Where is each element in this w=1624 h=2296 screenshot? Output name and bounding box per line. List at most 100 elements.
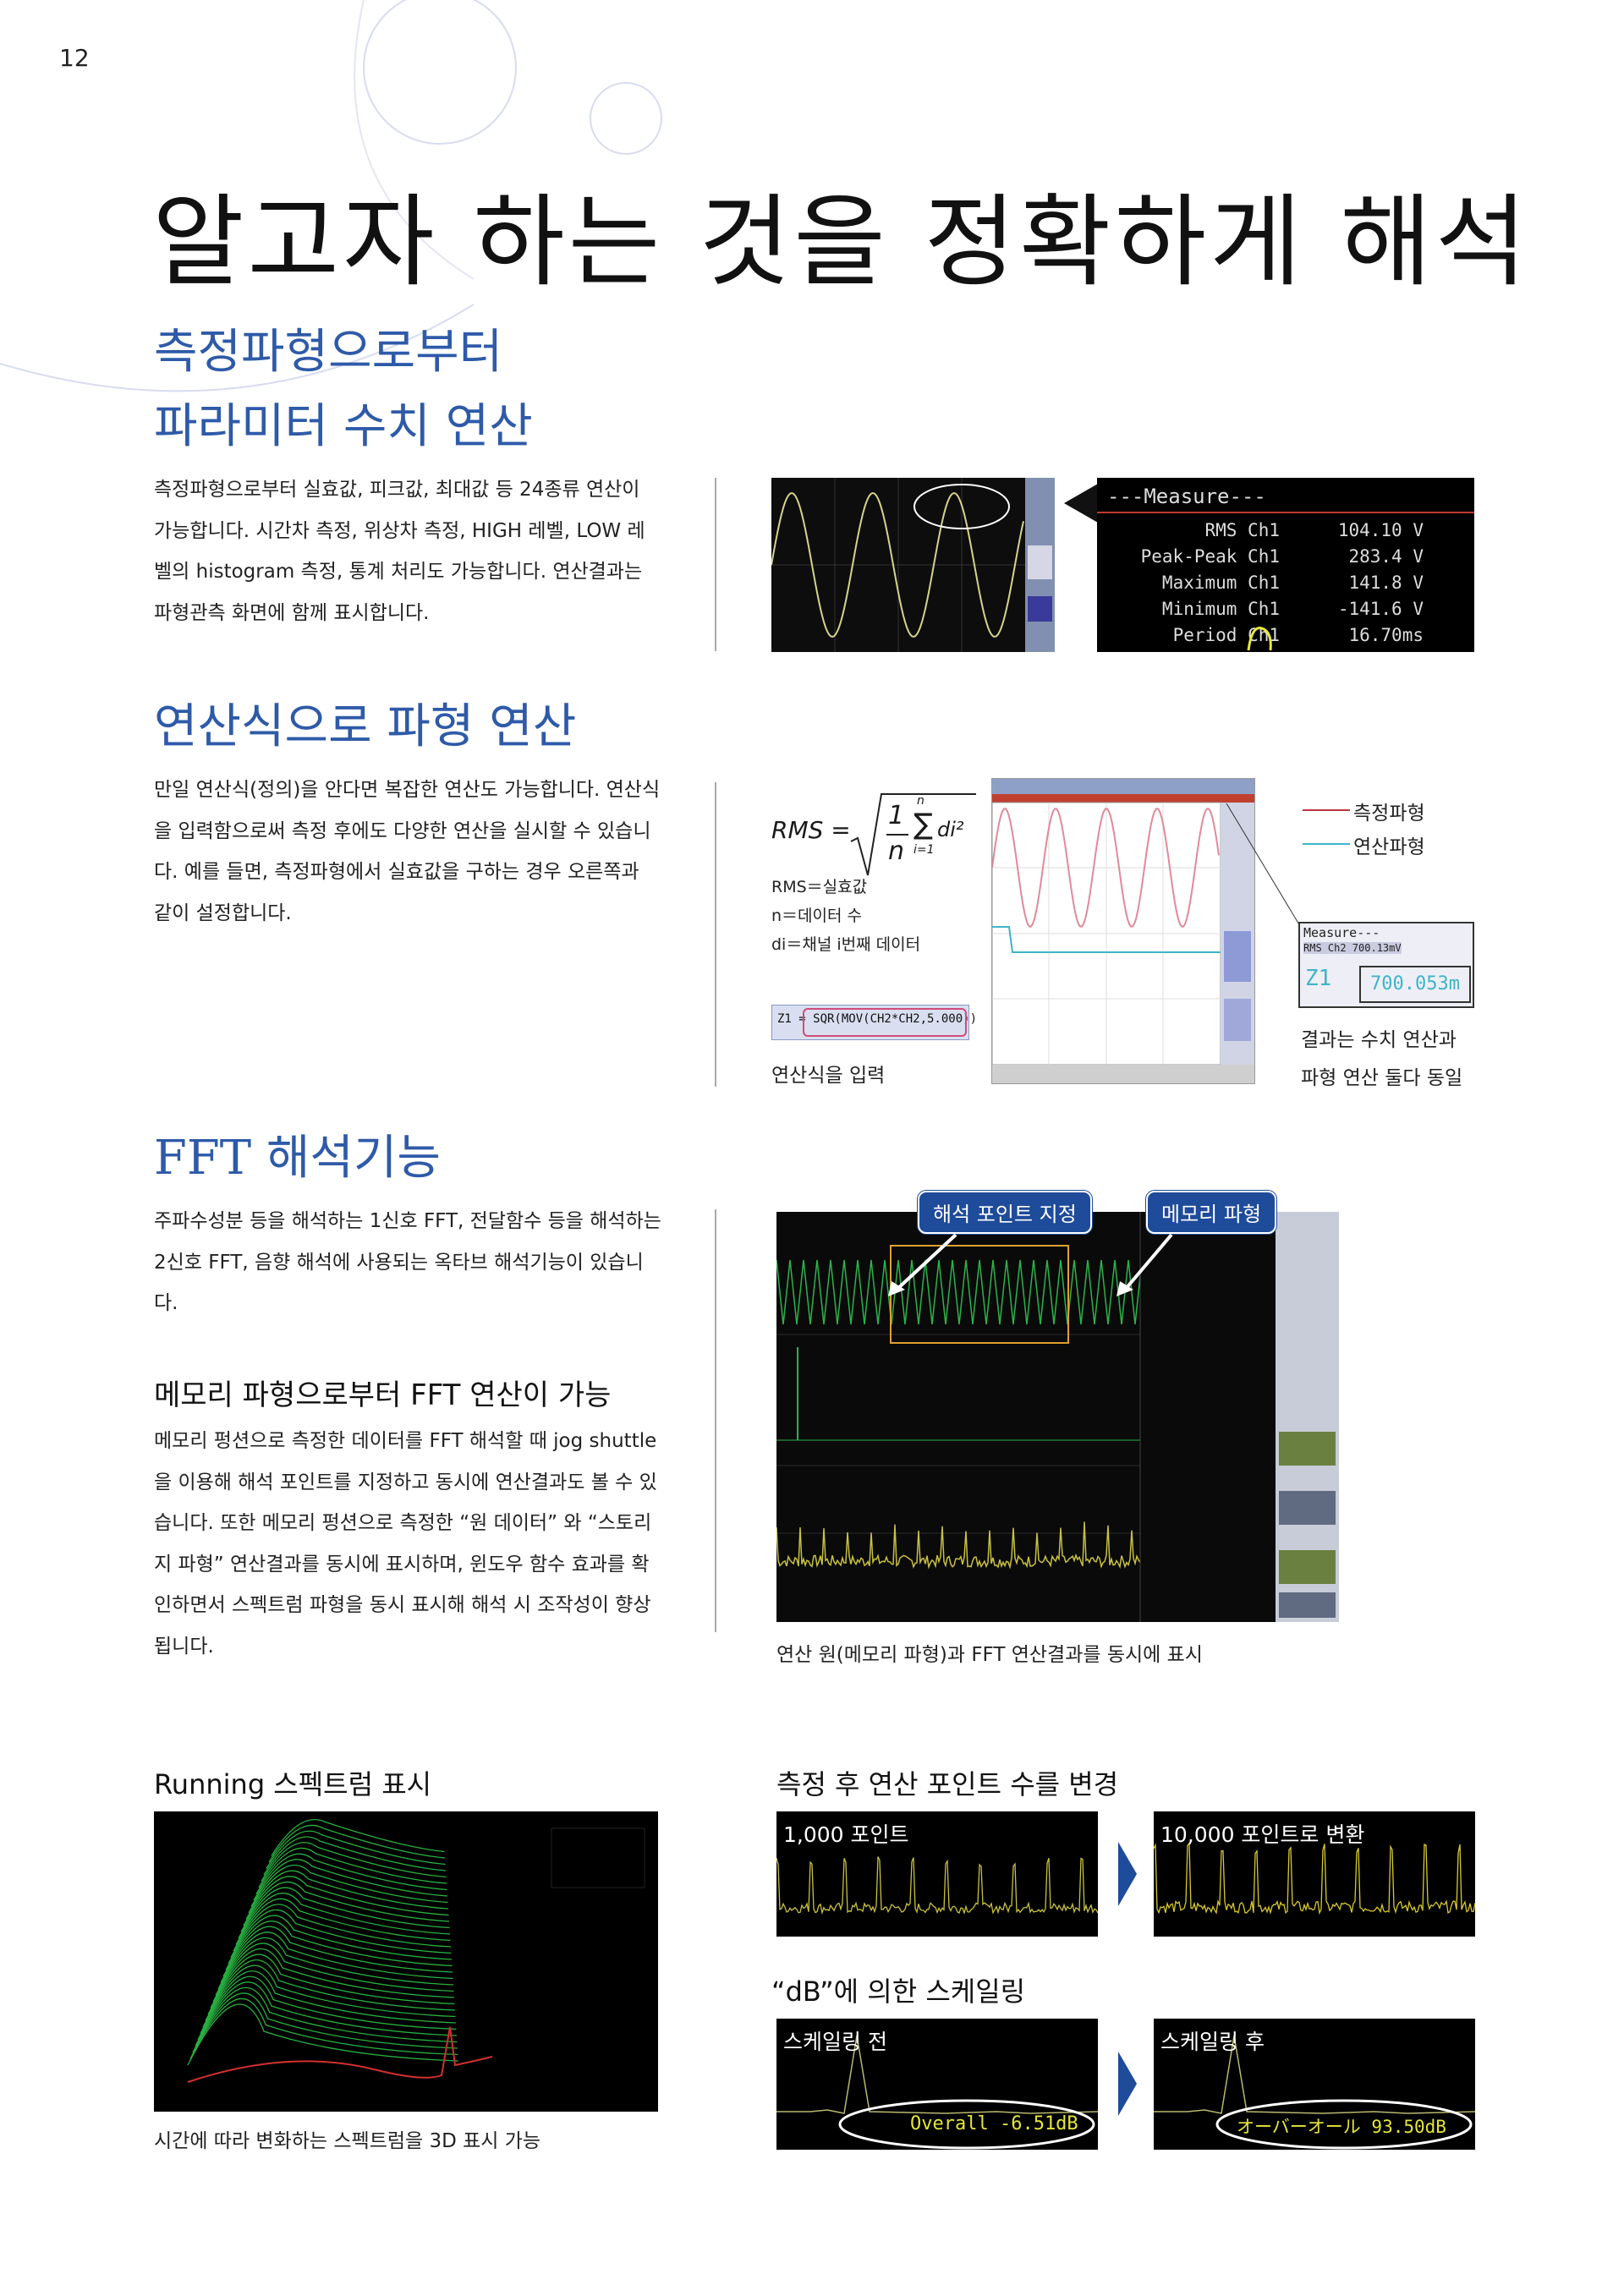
- spectrum-trace: [255, 1853, 447, 1894]
- spectrum-1000-points: [776, 1811, 1098, 1937]
- rms-waveform-plot: [992, 779, 1254, 1083]
- zoom-measure-title: Measure---: [1303, 925, 1380, 940]
- points-change-title: 측정 후 연산 포인트 수를 변경: [776, 1768, 1119, 1800]
- zoom-z1-value: 700.053m: [1359, 966, 1471, 1003]
- spectrum-trace: [253, 1859, 448, 1901]
- zoom-z1-label: Z1: [1305, 966, 1332, 991]
- spectrum-trace: [200, 1975, 457, 2034]
- sine-waveform: [771, 478, 1055, 652]
- definition-rms: RMS＝실효값: [771, 878, 868, 896]
- spectrum-10000-points: [1154, 1811, 1475, 1937]
- spectrum-trace: [250, 1864, 448, 1907]
- spectrum-trace: [238, 1893, 451, 1939]
- formula-sum-bottom: i=1: [914, 843, 935, 857]
- spectrum-trace: [261, 1842, 447, 1882]
- formula-sum-top: n: [917, 794, 924, 808]
- spectrum-after-scaling: [1154, 2019, 1475, 2150]
- spectrum-trace: [271, 1818, 445, 1856]
- spectrum-trace: [243, 1881, 450, 1926]
- callout-arrows: [888, 1233, 1173, 1296]
- definition-di: di＝채널 i번째 데이터: [771, 935, 921, 954]
- spectrum-trace: [215, 1943, 454, 1996]
- section3-heading: FFT 해석기능: [154, 1131, 441, 1186]
- spectrum-trace: [240, 1887, 450, 1932]
- measure-row-name: Minimum Ch1: [1161, 599, 1280, 619]
- spectrum-trace: [187, 2003, 459, 2066]
- spectrum-before-scaling: [776, 2019, 1098, 2150]
- spectrum-trace: [202, 1970, 457, 2028]
- zoom-measure-panel: Measure--- RMS Ch2 700.13mV Z1 700.053m: [1298, 922, 1474, 1008]
- spectrum-trace: [217, 1937, 454, 1990]
- measure-row-name: Peak-Peak Ch1: [1140, 546, 1280, 567]
- measure-row-value: -141.6 V: [1337, 599, 1424, 619]
- legend-measured: 측정파형: [1353, 803, 1425, 825]
- spectrum-trace: [263, 1836, 447, 1876]
- db-after-label: 스케일링 후: [1160, 2030, 1265, 2054]
- formula-denominator: n: [888, 836, 905, 866]
- arrow-right-icon: [1118, 2052, 1137, 2116]
- spectrum-trace: [228, 1915, 453, 1964]
- page-title: 알고자 하는 것을 정확하게 해석: [152, 184, 1531, 300]
- result-caption-line1: 결과는 수치 연산과: [1301, 1029, 1457, 1051]
- measure-row-name: RMS Ch1: [1204, 520, 1280, 540]
- divider: [715, 478, 716, 651]
- section1-body: 측정파형으로부터 실효값, 피크값, 최대값 등 24종류 연산이 가능합니다.…: [154, 479, 645, 624]
- section3-subbody: 메모리 펑션으로 측정한 데이터를 FFT 해석할 때 jog shuttle을…: [154, 1430, 657, 1658]
- spectrum-trace: [195, 1986, 458, 2047]
- spectrum-trace: [230, 1909, 452, 1958]
- callout-analysis-point: 해석 포인트 지정: [918, 1191, 1092, 1234]
- db-before-label: 스케일링 전: [783, 2030, 887, 2054]
- section1-heading-line1: 측정파형으로부터: [154, 325, 503, 380]
- section3-subheading: 메모리 파형으로부터 FFT 연산이 가능: [154, 1378, 612, 1412]
- db-after-screenshot: 스케일링 후 オーバーオール 93.50dB: [1154, 2019, 1475, 2150]
- db-after-value: オーバーオール 93.50dB: [1237, 2117, 1446, 2137]
- expression-highlight: [803, 1008, 967, 1037]
- legend-line-measured: [1303, 809, 1350, 811]
- spectrum-trace: [258, 1847, 447, 1888]
- running-spectrum-screenshot: [154, 1811, 658, 2112]
- formula-numerator: 1: [888, 801, 905, 830]
- spectrum-trace: [207, 1959, 456, 2015]
- measure-row-value: 104.10 V: [1337, 520, 1424, 540]
- spectrum-trace: [266, 1830, 446, 1869]
- callout-memory-waveform: 메모리 파형: [1146, 1191, 1277, 1234]
- sigma-icon: ∑: [914, 808, 933, 841]
- points-before-label: 1,000 포인트: [783, 1822, 909, 1847]
- fft-waveform-plot: [776, 1212, 1339, 1622]
- section1-heading-line2: 파라미터 수치 연산: [154, 399, 533, 454]
- spectrum-trace: [197, 1981, 458, 2041]
- rms-formula: RMS = 1 n n ∑ i=1 di²: [771, 791, 983, 884]
- points-after-label: 10,000 포인트로 변환: [1160, 1822, 1365, 1847]
- scope-screenshot-sine: [771, 478, 1055, 652]
- measure-title: ---Measure---: [1107, 485, 1266, 508]
- spectrum-trace: [192, 1992, 458, 2053]
- divider: [715, 1209, 716, 1632]
- zoom-leader-lines: [1226, 803, 1303, 931]
- expression-input-box: Z1 = SQR(MOV(CH2*CH2,5.000)): [771, 1005, 977, 1040]
- spectrum-trace: [210, 1954, 455, 2008]
- formula-definitions: RMS＝실효값 n＝데이터 수 di＝채널 i번째 데이터: [771, 873, 920, 959]
- spectrum-trace: [220, 1932, 453, 1983]
- legend-line-computed: [1303, 843, 1350, 845]
- formula-lhs: RMS =: [771, 816, 851, 844]
- spectrum-trace: [205, 1964, 456, 2021]
- section3-body: 주파수성분 등을 해석하는 1신호 FFT, 전달함수 등을 해석하는 2신호 …: [154, 1210, 661, 1314]
- legend-computed: 연산파형: [1353, 836, 1425, 858]
- measure-row-name: Maximum Ch1: [1161, 573, 1280, 593]
- db-before-value: Overall -6.51dB: [910, 2113, 1078, 2134]
- spectrum-trace: [248, 1870, 449, 1914]
- measure-divider: [1097, 512, 1474, 513]
- result-caption-line2: 파형 연산 둘다 동일: [1301, 1067, 1463, 1089]
- spectrum-trace: [233, 1904, 452, 1952]
- db-scaling-title: “dB”에 의한 스케일링: [771, 1975, 1026, 2008]
- spectrum-trace: [189, 1997, 458, 2059]
- points-after-screenshot: 10,000 포인트로 변환: [1154, 1811, 1475, 1937]
- yellow-scribble: [1247, 627, 1272, 651]
- spectrum-trace: [268, 1824, 446, 1863]
- spectrum-trace: [212, 1948, 455, 2003]
- arrow-right-icon: [1118, 1842, 1137, 1906]
- running-spectrum-title: Running 스펙트럼 표시: [154, 1768, 432, 1800]
- scope-screenshot-rms: [991, 778, 1255, 1084]
- measure-row-value: 283.4 V: [1348, 546, 1424, 567]
- points-before-screenshot: 1,000 포인트: [776, 1811, 1098, 1937]
